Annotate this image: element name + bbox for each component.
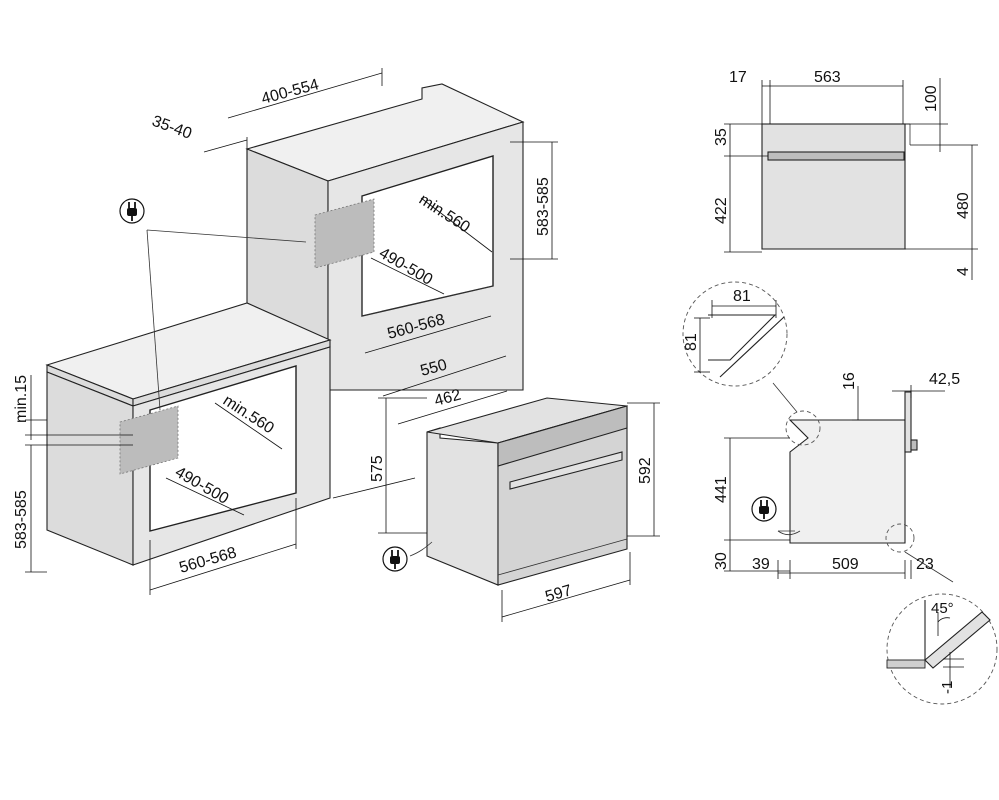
label-oven-front-width: 597 <box>543 582 573 606</box>
plug-icon <box>119 198 145 224</box>
label-side-563: 563 <box>814 69 841 86</box>
label-side-422: 422 <box>713 197 730 224</box>
label-side-35: 35 <box>713 128 730 146</box>
oven-dimensions <box>378 355 660 622</box>
side-view <box>724 78 978 280</box>
label-prof-425: 42,5 <box>929 371 960 388</box>
chamfer-detail <box>682 281 798 413</box>
low-cabinet <box>45 302 332 566</box>
label-oven-depth: 550 <box>419 357 449 380</box>
label-upper-gap: 35-40 <box>150 113 194 143</box>
label-prof-30: 30 <box>713 552 730 570</box>
label-prof-39: 39 <box>752 556 770 573</box>
label-upper-depth: 400-554 <box>260 76 321 108</box>
plug-icon <box>382 546 408 572</box>
label-lower-min: min.15 <box>13 375 30 423</box>
label-prof-509: 509 <box>832 556 859 573</box>
label-oven-body-depth: 462 <box>433 387 463 410</box>
plug-icon <box>751 496 777 522</box>
angle-detail <box>886 593 998 705</box>
label-upper-height: 583-585 <box>535 177 552 236</box>
label-detail-81b: 81 <box>683 333 700 351</box>
tall-cabinet <box>245 83 525 391</box>
label-detail-45: 45° <box>931 600 954 617</box>
label-prof-23: 23 <box>916 556 934 573</box>
upper-dimensions <box>203 68 558 354</box>
lower-dimensions <box>25 375 416 595</box>
side-profile <box>724 385 954 583</box>
label-detail-81a: 81 <box>733 288 751 305</box>
label-side-480: 480 <box>955 192 972 219</box>
label-side-17: 17 <box>729 69 747 86</box>
label-oven-height-body: 575 <box>369 455 386 482</box>
oven <box>409 397 628 586</box>
label-lower-height: 583-585 <box>13 490 30 549</box>
label-side-100: 100 <box>923 85 940 112</box>
label-prof-16: 16 <box>841 372 858 390</box>
label-detail-minus1: -1 <box>939 681 956 694</box>
label-side-4: 4 <box>955 267 972 276</box>
label-oven-front-height: 592 <box>637 457 654 484</box>
label-prof-441: 441 <box>713 476 730 503</box>
